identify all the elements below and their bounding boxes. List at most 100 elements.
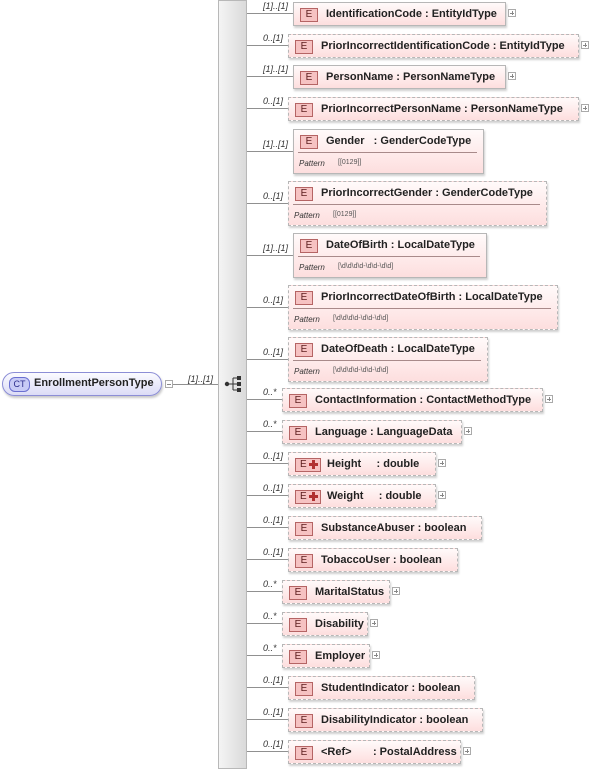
element-badge: E [295, 490, 321, 504]
element-badge: E [295, 291, 313, 305]
occurrence-tobacco-user: 0..[1] [263, 547, 284, 557]
element-label-prior-incorrect-date-of-birth: PriorIncorrectDateOfBirth : LocalDateTyp… [321, 291, 543, 303]
connector-substance-abuser [247, 527, 288, 528]
element-label-identification-code: IdentificationCode : EntityIdType [326, 8, 497, 20]
expand-toggle-icon[interactable] [581, 41, 589, 49]
facet-separator [298, 152, 477, 153]
pattern-label: Pattern [299, 263, 325, 272]
root-complex-type-node[interactable]: CT EnrollmentPersonType [2, 372, 162, 396]
connector-disability-indicator [247, 719, 288, 720]
occurrence-prior-incorrect-date-of-birth: 0..[1] [263, 295, 284, 305]
element-weight[interactable]: E Weight : double [288, 484, 436, 508]
occurrence-student-indicator: 0..[1] [263, 675, 284, 685]
element-badge: E [295, 522, 313, 536]
occurrence-employer: 0..* [263, 643, 277, 653]
occurrence-date-of-birth: [1]..[1] [263, 243, 289, 253]
connector-prior-incorrect-identification-code [247, 45, 288, 46]
connector-disability [247, 623, 282, 624]
connector-contact-information [247, 399, 282, 400]
expand-toggle-icon[interactable] [508, 9, 516, 17]
expand-toggle-icon[interactable] [372, 651, 380, 659]
connector-student-indicator [247, 687, 288, 688]
element-ref[interactable]: E <Ref> : PostalAddress [288, 740, 461, 764]
element-label-contact-information: ContactInformation : ContactMethodType [315, 394, 532, 406]
occurrence-disability: 0..* [263, 611, 277, 621]
expand-toggle-icon[interactable] [438, 459, 446, 467]
occurrence-person-name: [1]..[1] [263, 64, 289, 74]
connector-ref [247, 751, 288, 752]
occurrence-gender: [1]..[1] [263, 139, 289, 149]
root-type-name: EnrollmentPersonType [34, 377, 154, 389]
pattern-label: Pattern [294, 315, 320, 324]
connector-date-of-birth [247, 255, 293, 256]
connector-prior-incorrect-person-name [247, 108, 288, 109]
connector-identification-code [247, 13, 293, 14]
element-label-weight: Weight : double [327, 490, 422, 502]
element-label-date-of-death: DateOfDeath : LocalDateType [321, 343, 475, 355]
expand-toggle-icon[interactable] [438, 491, 446, 499]
connector-height [247, 463, 288, 464]
element-badge: E [289, 618, 307, 632]
occurrence-prior-incorrect-gender: 0..[1] [263, 191, 284, 201]
element-substance-abuser[interactable]: E SubstanceAbuser : boolean [288, 516, 482, 540]
facet-separator [293, 308, 551, 309]
collapse-toggle-icon[interactable] [165, 380, 173, 388]
occurrence-height: 0..[1] [263, 451, 284, 461]
occurrence-identification-code: [1]..[1] [263, 1, 289, 11]
element-badge: E [295, 714, 313, 728]
expand-toggle-icon[interactable] [545, 395, 553, 403]
occurrence-prior-incorrect-person-name: 0..[1] [263, 96, 284, 106]
pattern-value-prior-incorrect-date-of-birth: [\d\d\d\d-\d\d-\d\d] [333, 315, 389, 322]
element-label-disability: Disability [315, 618, 364, 630]
element-label-tobacco-user: TobaccoUser : boolean [321, 554, 442, 566]
expand-toggle-icon[interactable] [581, 104, 589, 112]
occurrence-disability-indicator: 0..[1] [263, 707, 284, 717]
pattern-label: Pattern [294, 211, 320, 220]
element-disability[interactable]: E Disability [282, 612, 368, 636]
element-label-language: Language : LanguageData [315, 426, 453, 438]
connector-employer [247, 655, 282, 656]
element-badge: E [289, 586, 307, 600]
occurrence-language: 0..* [263, 419, 277, 429]
element-label-marital-status: MaritalStatus [315, 586, 385, 598]
element-label-height: Height : double [327, 458, 420, 470]
element-prior-incorrect-date-of-birth[interactable]: E PriorIncorrectDateOfBirth : LocalDateTy… [288, 285, 558, 330]
element-label-person-name: PersonName : PersonNameType [326, 71, 496, 83]
element-badge: E [295, 746, 313, 760]
occurrence-marital-status: 0..* [263, 579, 277, 589]
expand-toggle-icon[interactable] [370, 619, 378, 627]
element-marital-status[interactable]: E MaritalStatus [282, 580, 390, 604]
element-badge: E [300, 135, 318, 149]
element-label-ref: <Ref> : PostalAddress [321, 746, 457, 758]
occurrence-weight: 0..[1] [263, 483, 284, 493]
expand-toggle-icon[interactable] [463, 747, 471, 755]
connector-prior-incorrect-date-of-birth [247, 307, 288, 308]
sequence-compositor-icon[interactable] [224, 375, 244, 393]
occurrence-prior-incorrect-identification-code: 0..[1] [263, 33, 284, 43]
occurrence-ref: 0..[1] [263, 739, 284, 749]
facet-separator [298, 256, 480, 257]
element-label-prior-incorrect-gender: PriorIncorrectGender : GenderCodeType [321, 187, 533, 199]
expand-toggle-icon[interactable] [392, 587, 400, 595]
element-label-substance-abuser: SubstanceAbuser : boolean [321, 522, 467, 534]
pattern-label: Pattern [294, 367, 320, 376]
complex-type-badge: CT [9, 377, 30, 392]
connector-language [247, 431, 282, 432]
expand-toggle-icon[interactable] [508, 72, 516, 80]
expand-toggle-icon[interactable] [464, 427, 472, 435]
